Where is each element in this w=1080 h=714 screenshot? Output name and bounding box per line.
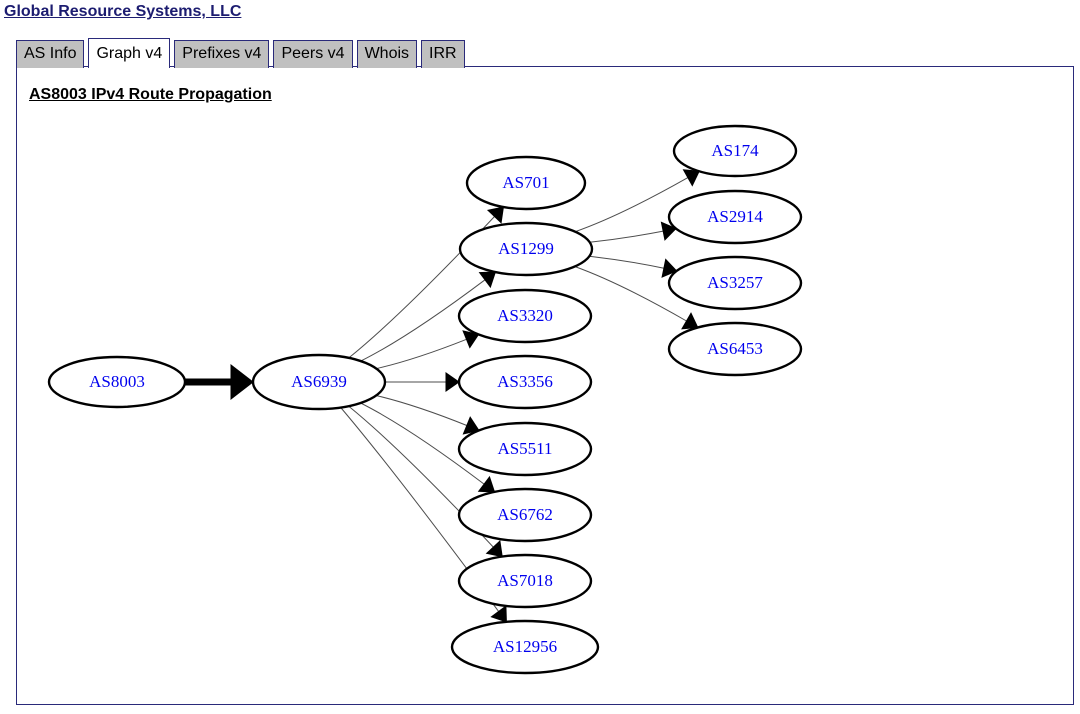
- tab-label: Graph v4: [96, 44, 163, 62]
- arrowhead-AS8003-to-AS6939: [230, 363, 254, 401]
- node-label: AS8003: [89, 372, 145, 391]
- node-label: AS6762: [497, 505, 553, 524]
- node-label: AS7018: [497, 571, 553, 590]
- edge-AS1299-to-AS6453: [574, 266, 687, 322]
- graph-canvas: AS8003 AS6939 AS701AS1299AS3320AS3356AS551…: [47, 124, 803, 675]
- node-label: AS3320: [497, 306, 553, 325]
- arrowhead-AS6939-to-AS3320: [462, 330, 480, 349]
- node-label: AS3356: [497, 372, 553, 391]
- node-shape: [457, 553, 593, 609]
- node-shape: [667, 255, 803, 311]
- node-label: AS6453: [707, 339, 763, 358]
- node-AS7018[interactable]: AS7018: [457, 553, 593, 609]
- node-shape: [450, 619, 600, 675]
- node-shape: [672, 124, 798, 178]
- tab-label: IRR: [429, 45, 457, 62]
- node-AS3257[interactable]: AS3257: [667, 255, 803, 311]
- edge-AS6939-to-AS6762: [360, 402, 485, 485]
- org-title-link[interactable]: Global Resource Systems, LLC: [4, 3, 242, 20]
- node-shape: [465, 155, 587, 211]
- arrowhead-AS1299-to-AS6453: [681, 312, 699, 330]
- node-shape: [458, 221, 594, 277]
- node-label: AS701: [502, 173, 549, 192]
- tab-peers-v4[interactable]: Peers v4: [273, 40, 353, 68]
- tab-graph-v4[interactable]: Graph v4: [88, 38, 171, 68]
- node-label: AS12956: [493, 637, 557, 656]
- arrowhead-AS1299-to-AS2914: [660, 221, 677, 241]
- arrowhead-AS6939-to-AS7018: [485, 539, 503, 558]
- arrowhead-AS6939-to-AS6762: [477, 475, 496, 493]
- node-shape: [251, 353, 387, 411]
- tab-whois[interactable]: Whois: [356, 40, 418, 68]
- node-AS2914[interactable]: AS2914: [667, 189, 803, 245]
- arrowhead-AS6939-to-AS3356: [445, 372, 460, 392]
- node-label: AS6939: [291, 372, 347, 391]
- node-label: AS1299: [498, 239, 554, 258]
- arrowhead-AS6939-to-AS1299: [478, 271, 497, 289]
- tab-as-info[interactable]: AS Info: [16, 40, 85, 68]
- node-AS8003[interactable]: AS8003: [47, 355, 187, 409]
- tab-irr[interactable]: IRR: [421, 40, 465, 68]
- node-AS174[interactable]: AS174: [672, 124, 798, 178]
- tab-bar: AS Info Graph v4 Prefixes v4 Peers v4 Whois I…: [0, 38, 465, 68]
- edge-AS1299-to-AS2914: [589, 230, 664, 243]
- node-AS6939[interactable]: AS6939: [251, 353, 387, 411]
- node-shape: [667, 189, 803, 245]
- node-shape: [457, 354, 593, 410]
- arrowhead-AS6939-to-AS701: [486, 206, 504, 224]
- page-title: AS8003 IPv4 Route Propagation: [29, 86, 272, 103]
- arrowhead-AS6939-to-AS5511: [462, 416, 480, 435]
- node-shape: [667, 321, 803, 377]
- node-AS1299[interactable]: AS1299: [458, 221, 594, 277]
- arrowhead-AS1299-to-AS3257: [661, 258, 678, 278]
- edge-AS6939-to-AS1299: [360, 279, 486, 362]
- node-shape: [457, 288, 593, 344]
- tab-label: AS Info: [24, 45, 77, 62]
- edge-AS1299-to-AS3257: [589, 255, 665, 269]
- edge-AS6939-to-AS5511: [375, 395, 467, 426]
- edge-AS6939-to-AS3320: [376, 338, 467, 370]
- tab-prefixes-v4[interactable]: Prefixes v4: [174, 40, 270, 68]
- node-label: AS5511: [497, 439, 552, 458]
- content-panel: AS8003 IPv4 Route Propagation AS8003 AS69…: [16, 66, 1074, 705]
- node-AS12956[interactable]: AS12956: [450, 619, 600, 675]
- node-label: AS174: [711, 141, 759, 160]
- tab-label: Peers v4: [281, 45, 345, 62]
- node-AS5511[interactable]: AS5511: [457, 421, 593, 477]
- node-AS3356[interactable]: AS3356: [457, 354, 593, 410]
- tab-label: Prefixes v4: [182, 45, 262, 62]
- node-AS3320[interactable]: AS3320: [457, 288, 593, 344]
- arrowhead-AS1299-to-AS174: [682, 169, 700, 187]
- node-AS701[interactable]: AS701: [465, 155, 587, 211]
- node-shape: [457, 487, 593, 543]
- node-shape: [47, 355, 187, 409]
- node-AS6453[interactable]: AS6453: [667, 321, 803, 377]
- node-label: AS2914: [707, 207, 763, 226]
- arrowhead-AS6939-to-AS12956: [490, 605, 507, 623]
- node-layer: AS8003 AS6939 AS701AS1299AS3320AS3356AS551…: [47, 124, 803, 675]
- node-AS6762[interactable]: AS6762: [457, 487, 593, 543]
- tab-label: Whois: [364, 45, 410, 62]
- node-label: AS3257: [707, 273, 763, 292]
- edge-AS1299-to-AS174: [575, 177, 689, 233]
- node-shape: [457, 421, 593, 477]
